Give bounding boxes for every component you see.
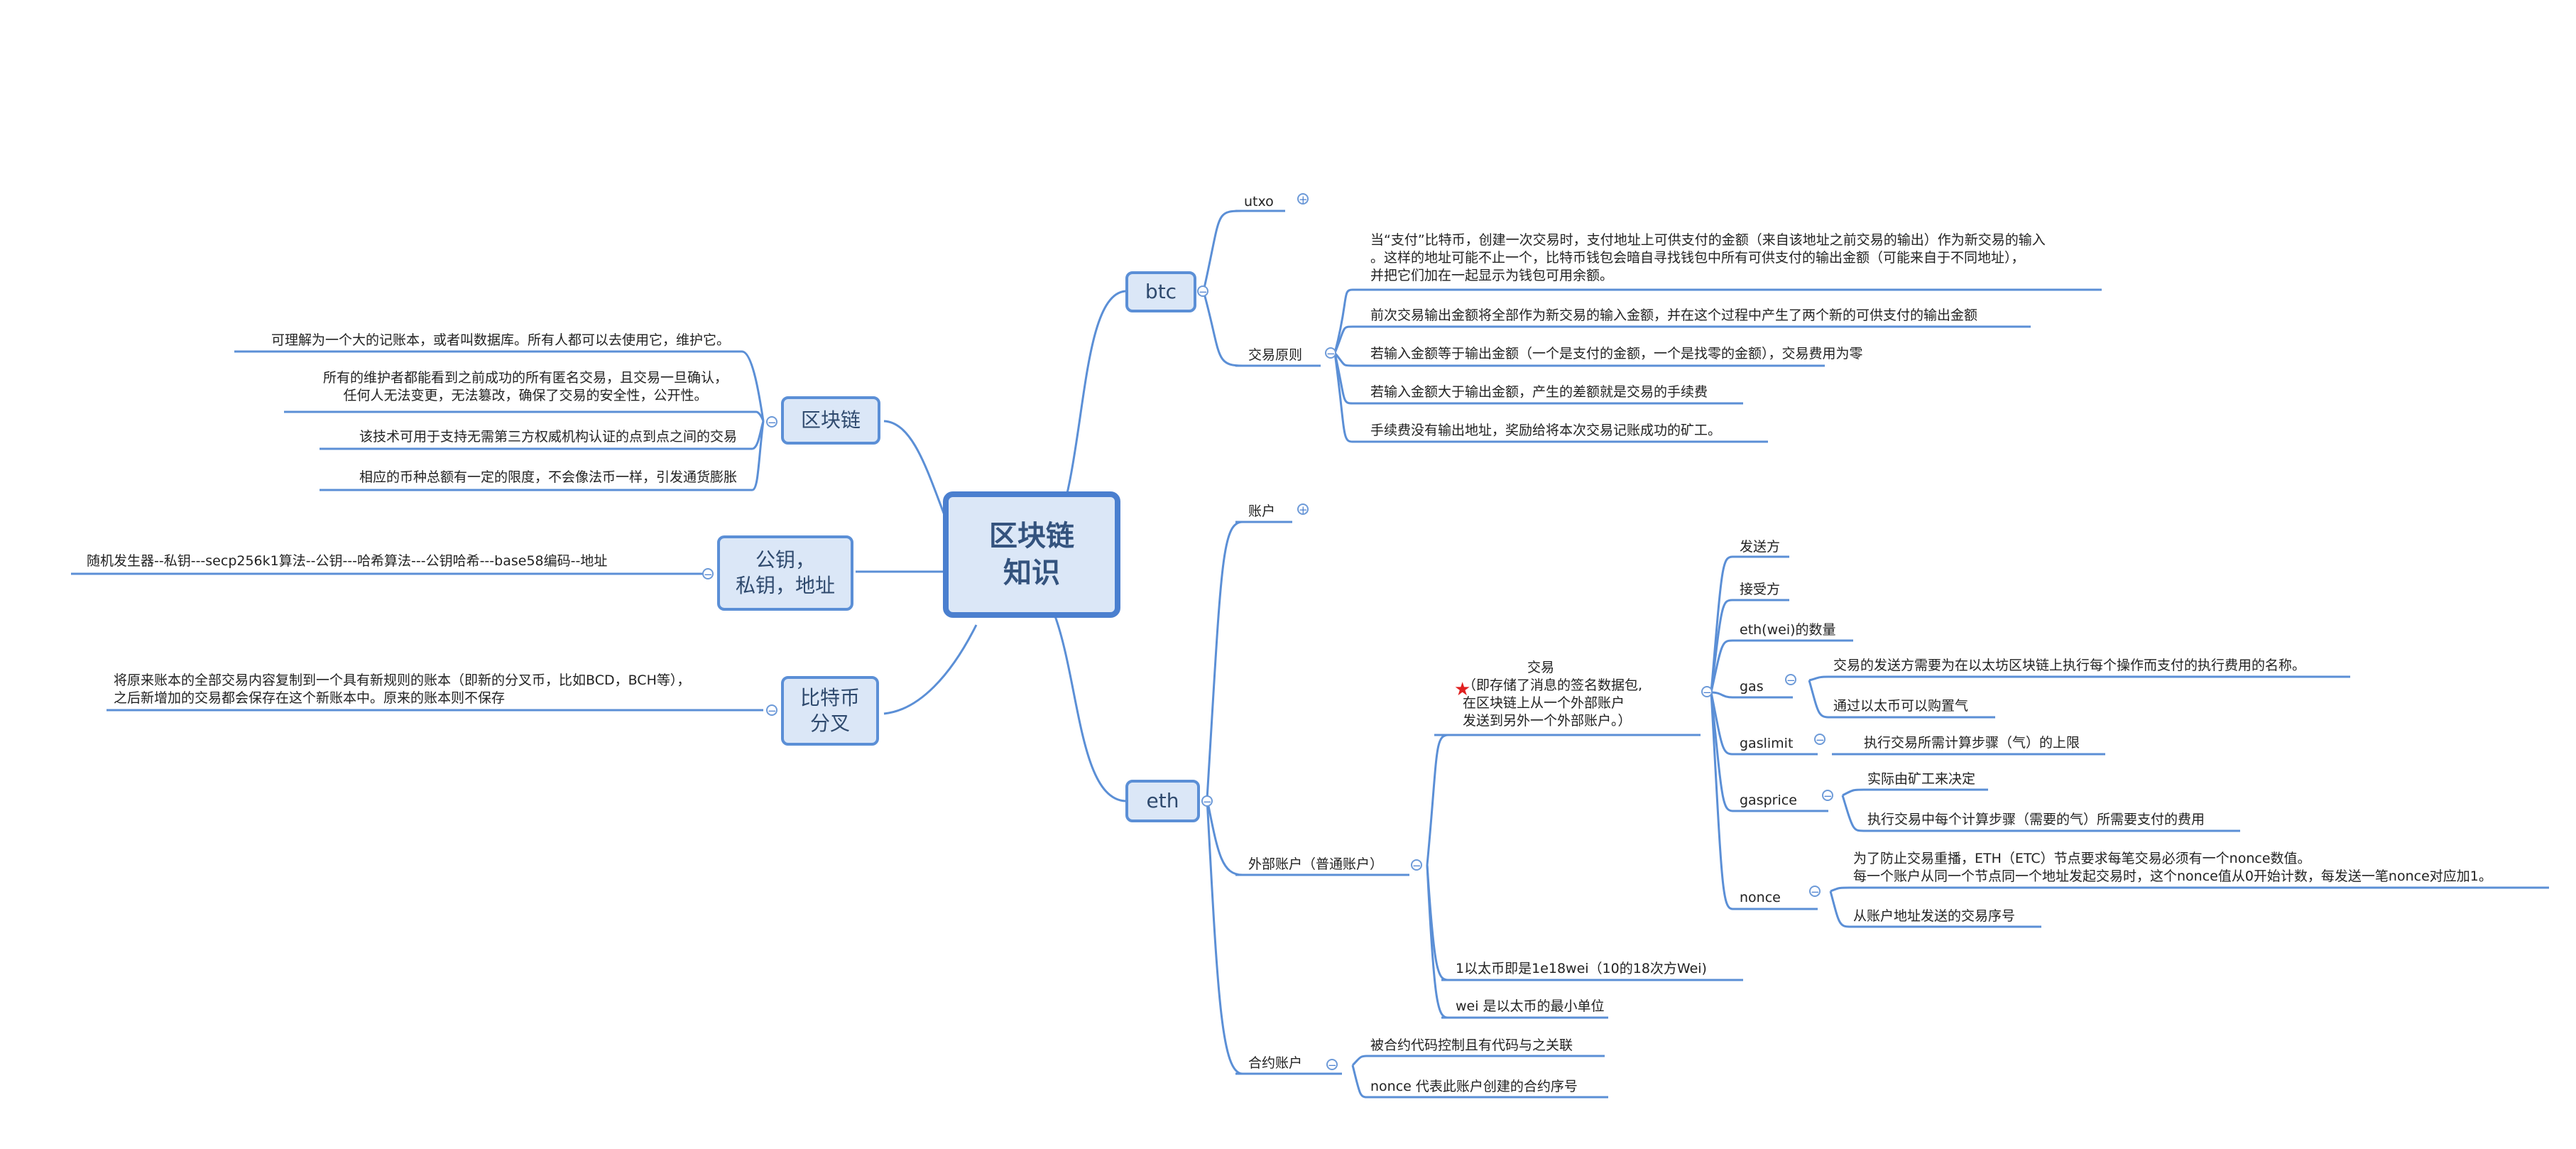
connectors-eth	[1206, 521, 2549, 1099]
tx-amount[interactable]: eth(wei)的数量	[1740, 622, 1836, 638]
collapse-icon[interactable]: −	[1701, 686, 1713, 699]
tx-node[interactable]: 交易 （即存储了消息的签名数据包, 在区块链上从一个外部账户 发送到另外一个外部…	[1463, 660, 1643, 729]
collapse-icon[interactable]: −	[1822, 790, 1833, 802]
blockchain-item: 可理解为一个大的记账本，或者叫数据库。所有人都可以去使用它，维护它。	[271, 332, 730, 348]
connector-root-fork	[883, 624, 978, 715]
tx-sender[interactable]: 发送方	[1740, 539, 1781, 555]
blockchain-item: 所有的维护者都能看到之前成功的所有匿名交易，且交易一旦确认， 任何人无法变更，无…	[322, 370, 728, 403]
connectors-blockchain	[234, 350, 765, 491]
blockchain-item: 相应的币种总额有一定的限度，不会像法币一样，引发通货膨胀	[359, 469, 737, 485]
tx-gaslimit[interactable]: gaslimit	[1740, 736, 1794, 751]
gas-item: 通过以太币可以购置气	[1833, 698, 1969, 714]
node-blockchain[interactable]: 区块链	[781, 396, 880, 445]
collapse-icon[interactable]: −	[1785, 674, 1796, 687]
tx-nonce[interactable]: nonce	[1740, 890, 1781, 905]
expand-icon[interactable]: +	[1297, 193, 1309, 206]
gasprice-item: 执行交易中每个计算步骤（需要的气）所需要支付的费用	[1867, 812, 2205, 827]
node-btc[interactable]: btc	[1125, 271, 1196, 312]
expand-icon[interactable]: +	[1297, 503, 1309, 516]
node-eth[interactable]: eth	[1125, 780, 1200, 822]
btc-rule: 当“支付”比特币，创建一次交易时，支付地址上可供支付的金额（来自该地址之前交易的…	[1370, 232, 2046, 283]
tx-gas[interactable]: gas	[1740, 679, 1764, 695]
contract-item: nonce 代表此账户创建的合约序号	[1370, 1079, 1578, 1094]
tx-gasprice[interactable]: gasprice	[1740, 793, 1797, 808]
btc-rule: 前次交易输出金额将全部作为新交易的输入金额，并在这个过程中产生了两个新的可供支付…	[1370, 307, 1978, 323]
eth-external-account[interactable]: 外部账户（普通账户）	[1248, 856, 1384, 872]
collapse-icon[interactable]: −	[1201, 795, 1213, 808]
keys-item: 随机发生器--私钥---secp256k1算法--公钥---哈希算法---公钥哈…	[87, 553, 608, 569]
collapse-icon[interactable]: −	[1814, 734, 1825, 746]
collapse-icon[interactable]: −	[702, 568, 714, 581]
fork-item: 将原来账本的全部交易内容复制到一个具有新规则的账本（即新的分叉币，比如BCD，B…	[114, 672, 691, 706]
gaslimit-item: 执行交易所需计算步骤（气）的上限	[1864, 735, 2080, 751]
contract-item: 被合约代码控制且有代码与之关联	[1370, 1038, 1573, 1053]
gasprice-item: 实际由矿工来决定	[1867, 771, 1976, 787]
blockchain-item: 该技术可用于支持无需第三方权威机构认证的点到点之间的交易	[359, 429, 737, 445]
collapse-icon[interactable]: −	[766, 704, 777, 717]
root-node[interactable]: 区块链 知识	[943, 491, 1120, 618]
gas-item: 交易的发送方需要为在以太坊区块链上执行每个操作而支付的执行费用的名称。	[1833, 658, 2306, 673]
collapse-icon[interactable]: −	[766, 416, 777, 429]
eth-note: wei 是以太币的最小单位	[1456, 998, 1605, 1014]
btc-rule: 若输入金额等于输出金额（一个是支付的金额，一个是找零的金额），交易费用为零	[1370, 346, 1863, 361]
connectors-btc	[1202, 209, 2102, 443]
collapse-icon[interactable]: −	[1809, 886, 1821, 898]
btc-rule: 手续费没有输出地址，奖励给将本次交易记账成功的矿工。	[1370, 423, 1722, 438]
eth-contract-account[interactable]: 合约账户	[1248, 1055, 1303, 1071]
node-keys[interactable]: 公钥， 私钥，地址	[717, 535, 853, 611]
btc-rule: 若输入金额大于输出金额，产生的差额就是交易的手续费	[1370, 384, 1708, 400]
eth-account[interactable]: 账户	[1248, 503, 1276, 519]
btc-utxo[interactable]: utxo	[1244, 194, 1274, 209]
nonce-item: 从账户地址发送的交易序号	[1853, 908, 2016, 924]
collapse-icon[interactable]: −	[1411, 859, 1422, 872]
connector-root-eth	[1053, 614, 1126, 802]
collapse-icon[interactable]: −	[1325, 347, 1336, 360]
star-icon: ★	[1454, 679, 1471, 700]
collapse-icon[interactable]: −	[1197, 285, 1208, 298]
collapse-icon[interactable]: −	[1326, 1059, 1338, 1072]
tx-receiver[interactable]: 接受方	[1740, 582, 1781, 597]
nonce-item: 为了防止交易重播，ETH（ETC）节点要求每笔交易必须有一个nonce数值。 每…	[1853, 851, 2492, 884]
connector-root-blockchain	[883, 420, 946, 516]
btc-rules[interactable]: 交易原则	[1248, 347, 1303, 363]
eth-note: 1以太币即是1e18wei（10的18次方Wei)	[1456, 961, 1707, 976]
node-fork[interactable]: 比特币 分叉	[781, 676, 879, 746]
